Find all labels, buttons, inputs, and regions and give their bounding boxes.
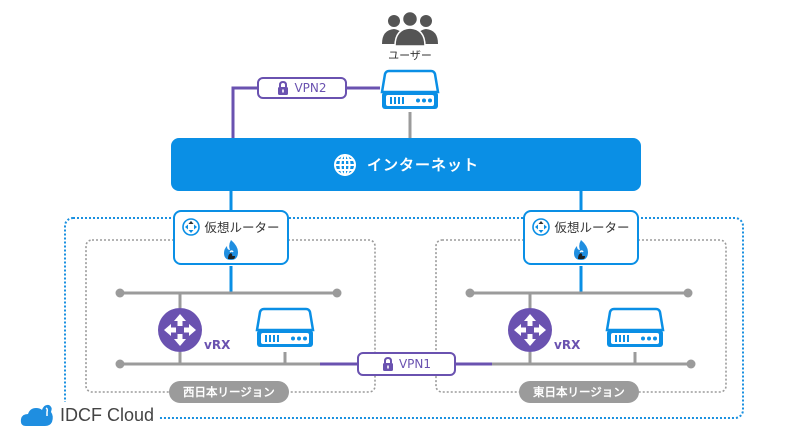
west-vrx-node[interactable]	[157, 307, 203, 357]
west-server-device[interactable]	[255, 306, 315, 354]
east-bottom-bus-end	[686, 359, 696, 369]
cloud-icon	[20, 404, 53, 426]
user-server-device[interactable]	[380, 68, 440, 116]
vpn2-label: VPN2	[294, 81, 327, 95]
brand-name: IDCF Cloud	[60, 404, 155, 425]
west-region-label: 西日本リージョン	[169, 381, 289, 403]
lock-icon	[382, 357, 393, 371]
west-vrx-label: vRX	[204, 338, 231, 352]
west-router-label: 仮想ルーター	[204, 220, 280, 235]
vrx-router-icon	[158, 308, 202, 352]
vpn1-label: VPN1	[398, 357, 432, 371]
east-vrx-label: vRX	[554, 338, 581, 352]
east-region-boundary	[435, 239, 727, 393]
west-virtual-router[interactable]: 仮想ルーター	[173, 210, 289, 265]
user-label: ユーザー	[388, 49, 432, 62]
vrx-router-icon	[508, 308, 552, 352]
cloud-boundary	[64, 217, 744, 419]
vpn2-line	[231, 86, 260, 140]
router-icon	[532, 217, 551, 236]
west-bottom-bus-end	[115, 359, 125, 369]
west-top-bus-end-right	[332, 288, 342, 298]
internet-label: インターネット	[366, 156, 479, 174]
router-icon	[182, 217, 201, 236]
firewall-icon	[222, 239, 240, 265]
brand-logo: IDCF Cloud	[20, 402, 159, 428]
east-virtual-router[interactable]: 仮想ルーター	[523, 210, 639, 265]
server-icon	[380, 69, 440, 109]
east-region-label: 東日本リージョン	[519, 381, 639, 403]
vpn1-connection[interactable]: VPN1	[357, 352, 456, 376]
vpn2-connection[interactable]: VPN2	[257, 77, 347, 99]
internet-node[interactable]: インターネット	[171, 138, 641, 191]
firewall-icon	[572, 239, 590, 265]
east-top-bus-end-right	[683, 288, 693, 298]
globe-icon	[333, 153, 356, 176]
west-top-bus-end-left	[115, 288, 125, 298]
east-vrx-node[interactable]	[507, 307, 553, 357]
lock-icon	[278, 81, 289, 95]
server-icon	[255, 307, 315, 347]
east-router-label: 仮想ルーター	[554, 220, 630, 235]
east-top-bus-end-left	[465, 288, 475, 298]
users-group-icon	[380, 10, 440, 47]
server-icon	[605, 307, 665, 347]
east-server-device[interactable]	[605, 306, 665, 354]
